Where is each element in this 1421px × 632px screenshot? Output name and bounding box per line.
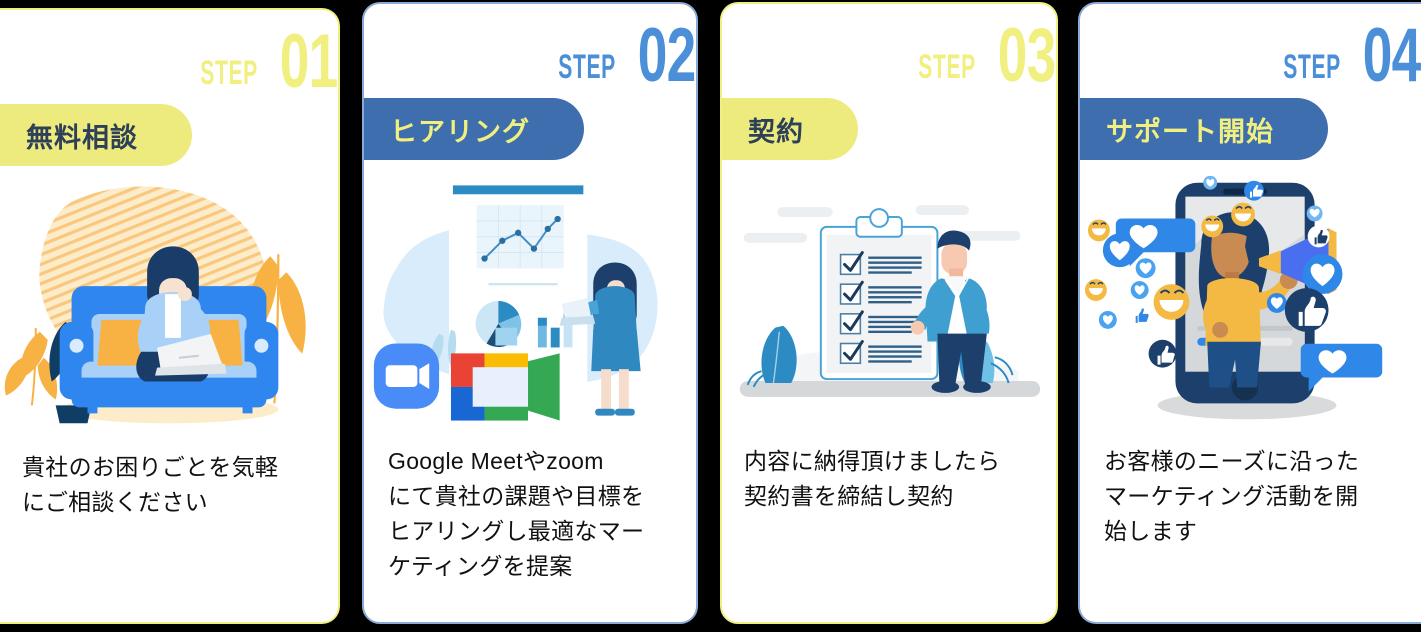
step-word-label: STEP [1282, 48, 1341, 86]
step-number-label: 01 [280, 19, 338, 104]
step-badge-4: STEP 04 [1248, 18, 1421, 94]
step-title-pill-2: ヒアリング [364, 98, 584, 160]
step-title-pill-3: 契約 [722, 98, 858, 160]
step-card-3: STEP 03 契約 [720, 2, 1058, 624]
step-description-2: Google Meetやzoom にて貴社の課題や目標を ヒアリングし最適なマー… [388, 448, 645, 579]
step-description-4: お客様のニーズに沿った マーケティング活動を開 始します [1104, 448, 1360, 544]
step-card-4: STEP 04 サポート開始 [1078, 2, 1421, 624]
step-number-label: 03 [998, 13, 1056, 98]
step-badge-1: STEP 01 [165, 24, 338, 100]
step-number-label: 04 [1363, 13, 1421, 98]
step-title-text: 無料相談 [26, 122, 138, 153]
step-word-label: STEP [557, 48, 616, 86]
step-title-pill-4: サポート開始 [1080, 98, 1328, 160]
step-title-pill-1: 無料相談 [0, 104, 192, 166]
step-badge-2: STEP 02 [523, 18, 696, 94]
step-number-label: 02 [638, 13, 696, 98]
step-word-label: STEP [199, 54, 258, 92]
step-title-text: 契約 [748, 116, 804, 147]
step-description-1: 貴社のお困りごとを気軽 にご相談ください [22, 454, 279, 515]
step-title-text: サポート開始 [1106, 116, 1274, 147]
step-badge-3: STEP 03 [883, 18, 1056, 94]
step-title-text: ヒアリング [390, 116, 530, 147]
presentation-charts-zoom-google-meet-illustration [364, 176, 696, 426]
step-card-1: STEP 01 無料相談 [0, 8, 340, 624]
step-card-2: STEP 02 ヒアリング [362, 2, 698, 624]
step-description-3: 内容に納得頂けましたら 契約書を締結し契約 [744, 448, 1001, 509]
smartphone-megaphone-social-reactions-illustration [1080, 176, 1421, 426]
woman-on-sofa-with-laptop-illustration [0, 182, 338, 432]
step-word-label: STEP [917, 48, 976, 86]
clipboard-checklist-man-illustration [722, 176, 1056, 426]
